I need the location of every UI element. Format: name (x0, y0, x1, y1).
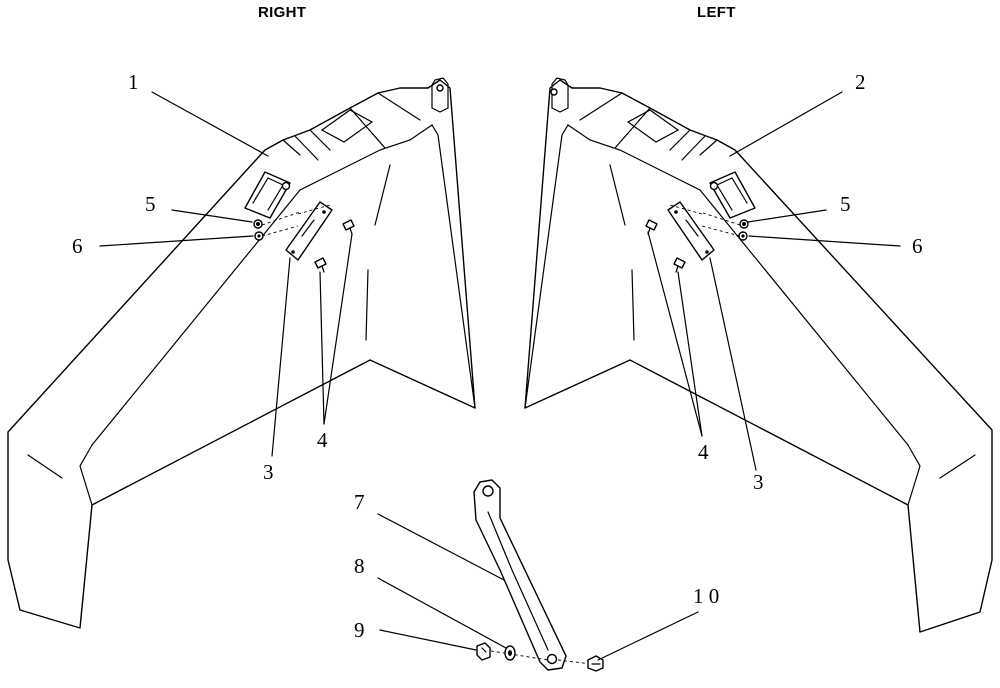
right-assembly-lines (261, 204, 331, 237)
heading-right: RIGHT (258, 4, 307, 21)
right-bracket-plate (285, 201, 333, 261)
left-fender-lower-fold (907, 444, 921, 506)
callout-3-left: 3 (753, 470, 764, 494)
left-fender-tab-hole (550, 88, 558, 96)
right-fender-top-ridge (282, 92, 421, 161)
left-fender-inner-face (524, 124, 909, 446)
callout-4-left: 4 (698, 440, 709, 464)
left-fender-outer-shell (524, 79, 993, 633)
callout-3-right: 3 (263, 460, 274, 484)
left-bracket-plate (667, 201, 715, 261)
left-fender-edge-mark (939, 454, 976, 479)
callout-5-left: 5 (840, 192, 851, 216)
right-fender-inner-face (91, 124, 476, 446)
right-fender-decal-outline (320, 109, 374, 143)
left-fender-decal-outline (626, 109, 680, 143)
callout-8: 8 (354, 554, 365, 578)
left-screw-upper (645, 219, 658, 231)
right-bracket (285, 201, 333, 261)
callout-2: 2 (855, 70, 866, 94)
callout-6-right: 6 (72, 234, 83, 258)
right-fender-tab-hole (436, 84, 444, 92)
left-screws (645, 219, 686, 273)
right-screws (314, 219, 355, 273)
nut-9 (476, 642, 491, 661)
callout-7: 7 (354, 490, 365, 514)
callout-10: 1 0 (693, 584, 720, 608)
left-fender-top-ridge (579, 92, 718, 161)
right-fender-mount-tab (431, 77, 449, 113)
support-arm-bottom-hole (546, 653, 558, 665)
right-screw-lower (314, 257, 327, 269)
left-screw-lower (673, 257, 686, 269)
callout-5-right: 5 (145, 192, 156, 216)
support-arm (473, 479, 567, 671)
right-fender-inner-slot (365, 164, 391, 341)
right-nut-top (281, 181, 291, 191)
right-fender-edge-mark (27, 454, 63, 479)
right-fender-outer-shell (7, 79, 476, 629)
support-arm-body (473, 479, 567, 671)
callout-4-right: 4 (317, 428, 328, 452)
right-screw-upper (342, 219, 355, 231)
callout-9: 9 (354, 618, 365, 642)
support-arm-top-hole (482, 485, 494, 497)
callout-6-left: 6 (912, 234, 923, 258)
arm-assembly-lines (484, 649, 593, 665)
right-fender (7, 77, 476, 629)
left-fender-mount-tab (551, 77, 569, 113)
left-fender (524, 77, 993, 633)
callout-1: 1 (128, 70, 139, 94)
left-assembly-lines (669, 204, 741, 237)
heading-left: LEFT (697, 4, 736, 21)
right-fender-lower-fold (79, 444, 93, 506)
left-fender-inner-slot (609, 164, 635, 341)
leader-lines (99, 91, 901, 661)
left-nut-top (709, 181, 719, 191)
left-bracket (667, 201, 715, 261)
